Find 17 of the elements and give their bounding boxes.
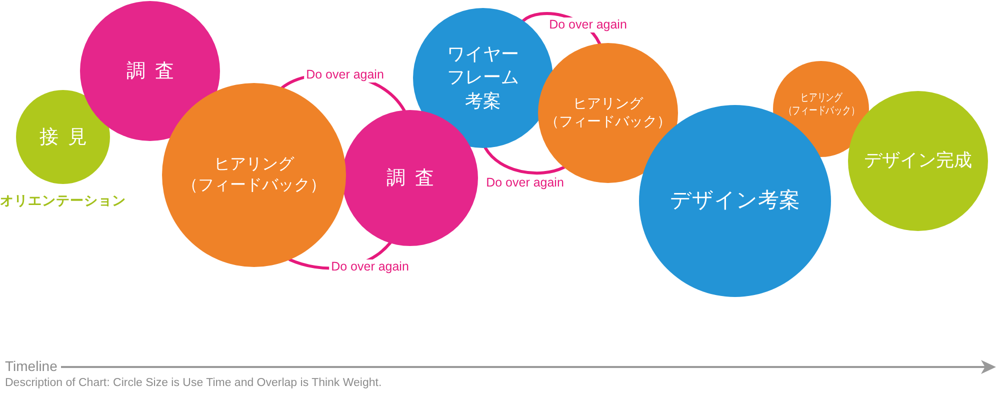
stage-label: ヒアリング（フィードバック） xyxy=(783,90,859,118)
stage-label: 調査 xyxy=(125,58,184,84)
stage-label: 調査 xyxy=(385,166,444,190)
edge-label: Do over again xyxy=(484,176,566,190)
edge-label: Do over again xyxy=(547,18,629,32)
stage-label: ワイヤーフレーム考案 xyxy=(446,42,520,114)
stage-label: ヒアリング（フィードバック） xyxy=(182,154,326,196)
stage-caption: オリエンテーション xyxy=(0,193,126,210)
chart-note: Description of Chart: Circle Size is Use Time and Overlap is Think Weight. xyxy=(5,377,382,390)
edge-label: Do over again xyxy=(329,260,411,274)
curved-connector xyxy=(484,146,566,175)
stage-label: デザイン考案 xyxy=(670,187,800,214)
stage-label: ヒアリング（フィードバック） xyxy=(545,94,671,132)
axis-title: Timeline xyxy=(5,358,58,374)
stage-label: 接見 xyxy=(38,124,96,150)
stage-label: デザイン完成 xyxy=(864,149,972,173)
edge-label: Do over again xyxy=(304,68,386,82)
